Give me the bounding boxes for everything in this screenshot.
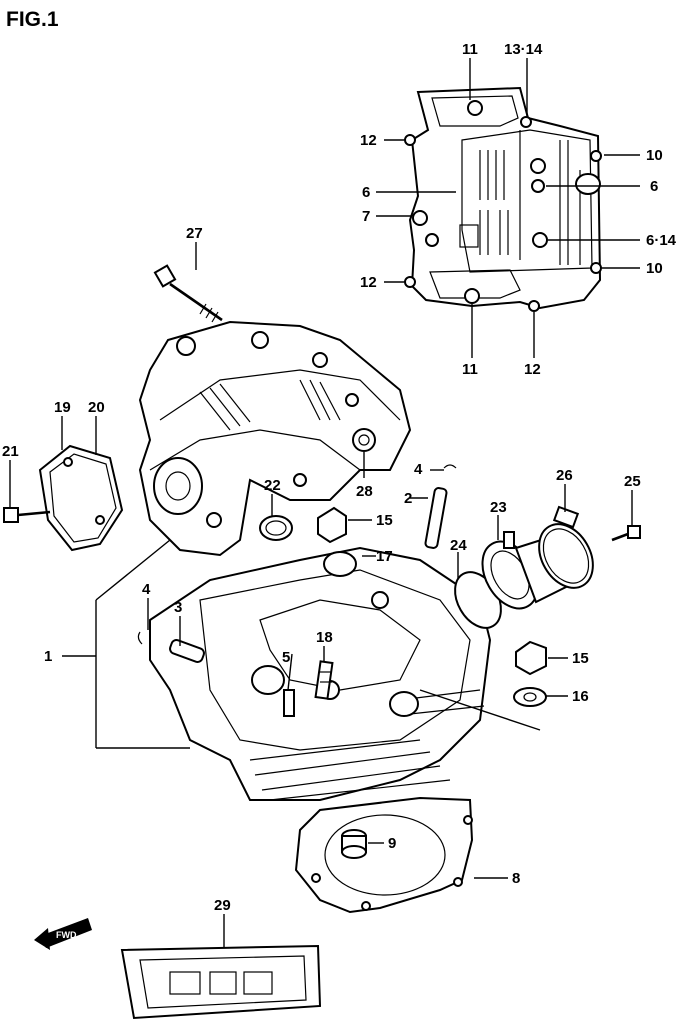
callout-18: 18 [316, 629, 333, 646]
label-plate-29 [120, 944, 322, 1020]
callout-20: 20 [88, 399, 105, 416]
callout-6a: 6 [362, 184, 370, 201]
callout-6b: 6 [650, 178, 658, 195]
oring-22 [259, 515, 293, 541]
callout-11b: 11 [462, 361, 478, 378]
screw-25 [611, 525, 641, 542]
valve-guide-2 [424, 487, 448, 549]
dowel-9 [341, 829, 367, 859]
gasket-8 [294, 796, 474, 914]
callout-2: 2 [404, 490, 412, 507]
spark-plug-18 [314, 660, 334, 700]
callout-10b: 10 [646, 260, 663, 277]
bolt-27 [153, 264, 223, 323]
cylinder-head-upper [138, 320, 412, 557]
nut-15-upper [317, 506, 347, 544]
figure-title: FIG.1 [6, 8, 59, 31]
callout-4b: 4 [142, 581, 151, 598]
clip-4-upper [443, 464, 457, 469]
callout-26: 26 [556, 467, 573, 484]
callout-21: 21 [2, 443, 19, 460]
nut-15-lower [515, 640, 547, 676]
callout-28: 28 [356, 483, 373, 500]
clip-4-lower [137, 631, 143, 645]
callout-27: 27 [186, 225, 203, 242]
callout-7: 7 [362, 208, 370, 225]
callout-15a: 15 [376, 512, 393, 529]
callout-6-14: 6·14 [646, 232, 677, 249]
washer-16-hole [523, 692, 537, 702]
callout-25: 25 [624, 473, 641, 490]
callout-12b: 12 [360, 274, 377, 291]
callout-17: 17 [376, 548, 393, 565]
callout-23: 23 [490, 499, 507, 516]
leader-lines [9, 58, 640, 948]
washer-16 [513, 687, 547, 707]
callout-16: 16 [572, 688, 589, 705]
callout-4a: 4 [414, 461, 423, 478]
callout-19: 19 [54, 399, 71, 416]
callout-13-14: 13·14 [504, 41, 543, 58]
callout-labels: 11 13·14 12 10 6 6 7 6·14 12 10 11 12 27… [2, 41, 677, 914]
side-cover [38, 444, 124, 552]
nut-28-inner [358, 434, 370, 446]
callout-12c: 12 [524, 361, 541, 378]
callout-24: 24 [450, 537, 467, 554]
callout-11a: 11 [462, 41, 478, 58]
callout-9: 9 [388, 835, 396, 852]
callout-29: 29 [214, 897, 231, 914]
callout-5: 5 [282, 649, 290, 666]
clamp-26 [538, 505, 594, 589]
callout-15b: 15 [572, 650, 589, 667]
callout-10a: 10 [646, 147, 663, 164]
oring-22-inner [265, 520, 287, 536]
nut-28 [352, 428, 376, 452]
pin-3 [169, 639, 205, 663]
callout-22: 22 [264, 477, 281, 494]
bolt-21 [3, 507, 51, 523]
fwd-arrow-text: FWD [56, 930, 77, 940]
callout-12a: 12 [360, 132, 377, 149]
head-cover [404, 86, 602, 312]
callout-8: 8 [512, 870, 520, 887]
fwd-arrow: FWD [34, 918, 92, 950]
callout-1: 1 [44, 648, 52, 665]
callout-3: 3 [174, 599, 182, 616]
